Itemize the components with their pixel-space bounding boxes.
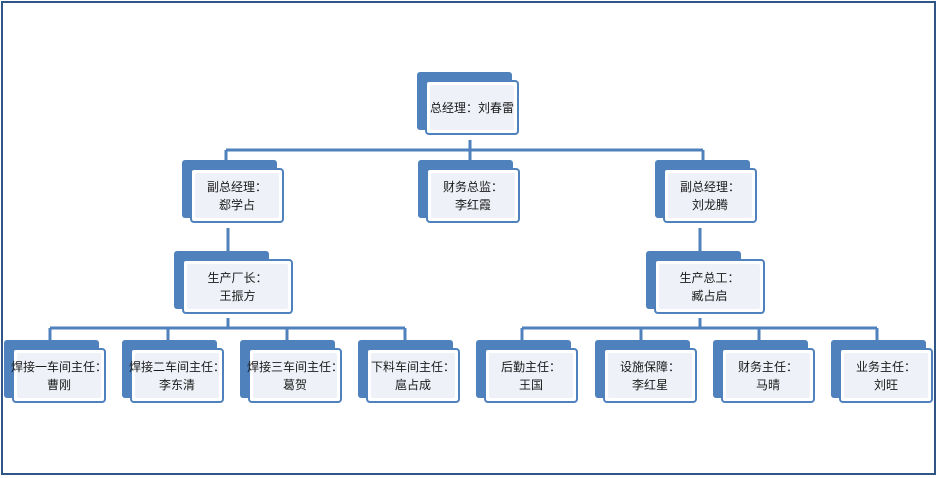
node-title: 生产总工： [679,270,740,285]
node-title: 业务主任： [855,359,916,374]
node-person: 李红星 [631,377,668,392]
node-title: 焊接二车间主任： [129,359,226,374]
node-title: 财务总监： [442,179,503,194]
node-person: 王振方 [219,288,256,303]
node-person: 刘旺 [873,377,898,392]
node-person: 刘龙腾 [691,197,728,212]
node-text: 总经理：刘春雷 [430,100,515,115]
node-title: 下料车间主任： [371,359,456,374]
node-title: 后勤主任： [500,359,561,374]
node-title: 副总经理： [679,179,740,194]
node-person: 扈占成 [394,377,431,392]
node-title: 副总经理： [206,179,267,194]
node-title: 焊接一车间主任： [11,359,108,374]
node-title: 焊接三车间主任： [247,359,344,374]
node-person: 李东清 [158,377,195,392]
node-person: 马晴 [755,377,780,392]
node-person: 郄学占 [218,197,255,212]
node-title: 财务主任： [737,359,798,374]
node-person: 李红霞 [454,197,491,212]
node-person: 葛贺 [282,377,307,392]
node-person: 臧占启 [691,288,728,303]
node-title: 生产厂长： [207,270,268,285]
node-person: 王国 [518,377,543,392]
node-title: 设施保障： [619,359,680,374]
node-person: 曹刚 [46,377,71,392]
